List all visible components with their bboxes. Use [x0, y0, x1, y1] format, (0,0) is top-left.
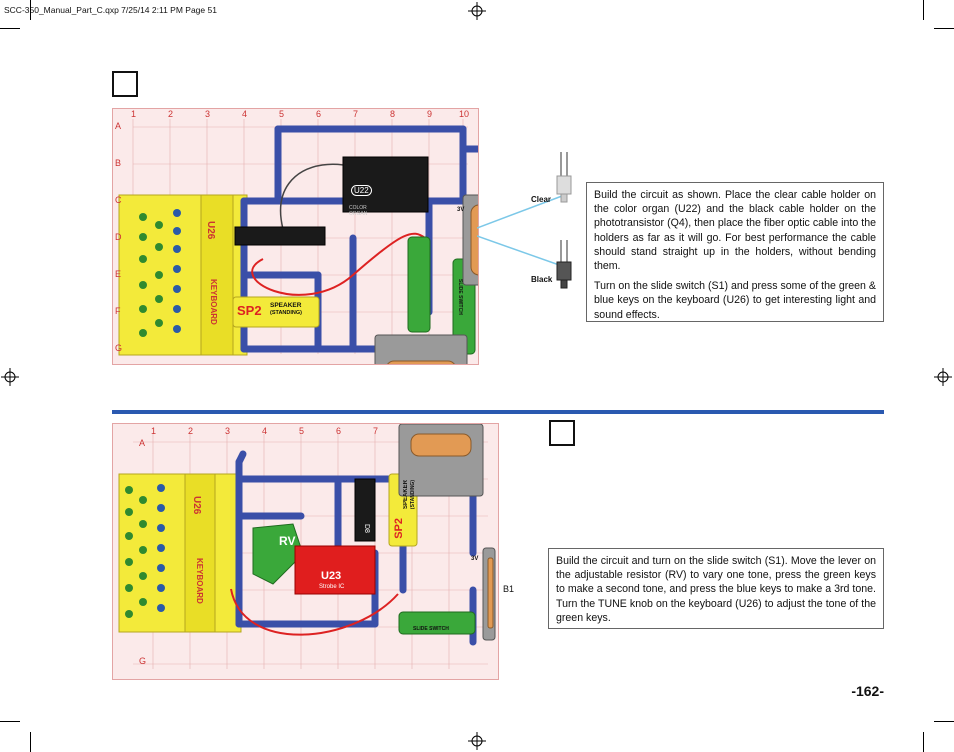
column-label: 7: [373, 426, 379, 436]
switch-label: SLIDE SWITCH: [457, 279, 463, 315]
column-label: 3: [205, 109, 211, 119]
column-label: 5: [299, 426, 305, 436]
crop-mark: [30, 732, 31, 752]
crop-mark: [0, 721, 20, 722]
speaker-label: SP2: [237, 303, 262, 318]
column-label: 2: [168, 109, 174, 119]
column-label: 4: [242, 109, 248, 119]
speaker-sub: (STANDING): [270, 310, 302, 316]
row-label: A: [139, 438, 146, 448]
speaker-sub: (STANDING): [410, 480, 416, 510]
speaker-label: SP2: [393, 518, 405, 539]
crop-mark: [923, 0, 924, 20]
registration-mark-icon: [1, 368, 19, 386]
column-label: 3: [225, 426, 231, 436]
column-label: 2: [188, 426, 194, 436]
row-label: A: [115, 121, 122, 131]
instruction-paragraph: Build the circuit and turn on the slide …: [556, 555, 876, 624]
black-cable-label: Black: [531, 275, 553, 284]
column-label: 6: [316, 109, 322, 119]
battery-voltage: 3V: [457, 207, 465, 213]
clear-cable-label: Clear: [531, 195, 552, 204]
section-divider: [112, 410, 884, 414]
column-label: 1: [151, 426, 157, 436]
column-label: 7: [353, 109, 359, 119]
file-header: SCC-350_Manual_Part_C.qxp 7/25/14 2:11 P…: [4, 5, 217, 15]
battery-voltage: 3V: [471, 556, 479, 562]
registration-mark-icon: [468, 732, 486, 750]
column-label: 5: [279, 109, 285, 119]
circuit-board-2: 1 2 3 4 5 6 7 A G U26 KEYBOARD RV U23 St…: [112, 423, 514, 680]
speaker-name: SPEAKER: [403, 480, 409, 510]
instruction-paragraph: Build the circuit as shown. Place the cl…: [594, 189, 876, 273]
row-label: G: [139, 656, 147, 666]
row-label: B: [115, 158, 122, 168]
row-label: C: [115, 195, 122, 205]
column-label: 1: [131, 109, 137, 119]
project-number-box: [112, 71, 138, 97]
project-2-instructions: Build the circuit and turn on the slide …: [548, 548, 884, 629]
color-organ-label: U22: [351, 185, 372, 196]
crop-mark: [934, 721, 954, 722]
keyboard-label: U26: [205, 221, 216, 240]
column-label: 8: [390, 109, 396, 119]
column-label: 10: [459, 109, 470, 119]
registration-mark-icon: [934, 368, 952, 386]
speaker-name: SPEAKER: [270, 302, 302, 309]
row-label: F: [115, 306, 121, 316]
keyboard-name: KEYBOARD: [195, 558, 204, 604]
row-label: E: [115, 269, 122, 279]
project-number-box: [549, 420, 575, 446]
column-label: 9: [427, 109, 433, 119]
cable-holder-icons: [477, 152, 572, 289]
led-label: D8: [363, 524, 370, 533]
strobe-name: Strobe IC: [319, 584, 345, 590]
column-label: 6: [336, 426, 342, 436]
switch-label: SLIDE SWITCH: [413, 626, 449, 632]
crop-mark: [0, 28, 20, 29]
instruction-paragraph: Turn on the slide switch (S1) and press …: [594, 280, 876, 321]
strobe-label: U23: [321, 570, 342, 582]
battery-label: B1: [503, 584, 515, 594]
project-1-instructions: Build the circuit as shown. Place the cl…: [586, 182, 884, 322]
row-label: D: [115, 232, 122, 242]
color-organ-name: COLOR ORGAN: [349, 205, 368, 217]
column-label: 4: [262, 426, 268, 436]
crop-mark: [923, 732, 924, 752]
circuit-board-1: 1 2 3 4 5 6 7 8 9 10 A B C D E F G U26 K…: [112, 108, 496, 365]
registration-mark-icon: [468, 2, 486, 20]
keyboard-label: U26: [191, 496, 202, 515]
page-number: -162-: [851, 683, 884, 699]
row-label: G: [115, 343, 123, 353]
crop-mark: [934, 28, 954, 29]
rv-label: RV: [279, 534, 296, 548]
crop-mark: [30, 0, 31, 20]
keyboard-name: KEYBOARD: [209, 279, 218, 325]
